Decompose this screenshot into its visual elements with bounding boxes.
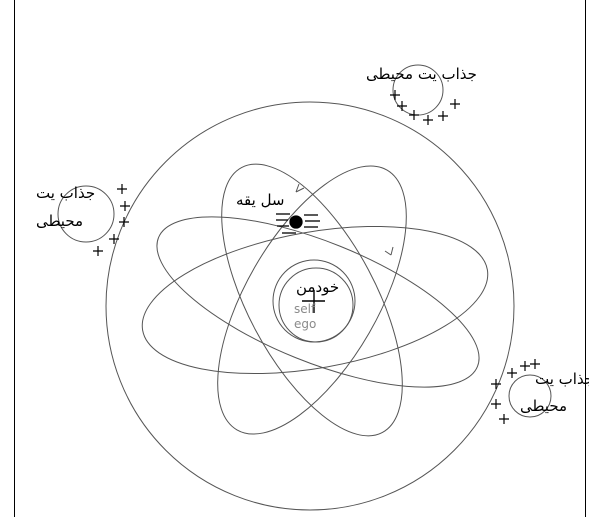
top-right-attraction-label: جذاب یت محیطی bbox=[366, 65, 477, 83]
left-attraction-label-line2: محیطی bbox=[36, 212, 84, 230]
left-attraction-circle bbox=[57, 185, 115, 243]
top-right-plus-signs bbox=[390, 90, 460, 125]
nucleus-plus-icon bbox=[302, 290, 325, 313]
right-plus-signs bbox=[491, 359, 540, 424]
left-plus-signs bbox=[93, 184, 130, 256]
orbit-ellipse-4 bbox=[221, 163, 403, 437]
orbit-arrow-2 bbox=[384, 246, 394, 256]
outer-orbit-circle bbox=[105, 101, 515, 511]
nucleus-label: خودمن bbox=[296, 278, 340, 296]
orbit-ellipse-2 bbox=[156, 216, 480, 388]
nucleus-circle-inner bbox=[278, 267, 354, 343]
particle-label: سل یقه bbox=[236, 191, 285, 209]
orbit-ellipse-1 bbox=[141, 225, 489, 375]
right-attraction-label-line1: جذاب یت bbox=[535, 370, 589, 388]
ego-label: ego bbox=[294, 317, 317, 331]
self-label: self bbox=[294, 302, 316, 316]
right-attraction-label-line2: محیطی bbox=[520, 397, 568, 415]
left-attraction-label-line1: جذاب یت bbox=[36, 184, 96, 202]
diagram-frame bbox=[14, 0, 586, 517]
particle-marker bbox=[276, 213, 320, 234]
right-attraction-circle bbox=[508, 374, 552, 418]
orbit-arrow-1 bbox=[295, 183, 305, 193]
orbit-ellipse-3 bbox=[217, 165, 407, 435]
